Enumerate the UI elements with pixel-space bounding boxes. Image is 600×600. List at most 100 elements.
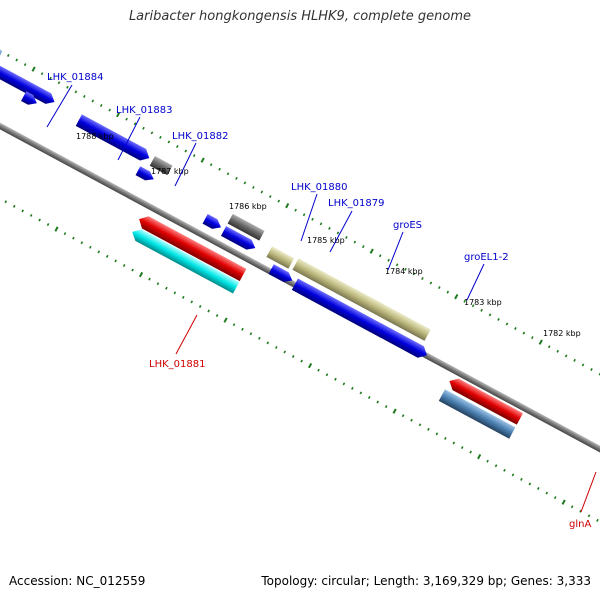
scale-tick — [63, 232, 67, 236]
scale-tick — [190, 300, 194, 304]
scale-tick — [148, 277, 151, 281]
scale-tick — [342, 382, 346, 386]
scale-tick — [258, 336, 261, 340]
scale-tick — [40, 72, 44, 76]
scale-tick — [198, 304, 202, 308]
gene-label-lhk-01879: LHK_01879 — [328, 198, 384, 209]
cds-lhk-01884 — [0, 63, 55, 104]
scale-tick — [311, 217, 314, 221]
scale-tick — [328, 226, 331, 230]
scale-tick — [427, 427, 430, 431]
scale-tick — [49, 76, 52, 80]
scale-tick — [494, 464, 498, 468]
scale-tick — [514, 327, 517, 331]
scale-tick — [302, 213, 306, 217]
scale-tick — [351, 386, 354, 390]
cds-small-blue-4 — [268, 264, 293, 283]
scale-label: 1786 kbp — [229, 202, 267, 211]
scale-tick — [218, 167, 221, 171]
scale-tick — [249, 332, 253, 336]
scale-tick — [579, 509, 582, 513]
scale-tick — [97, 250, 101, 254]
scale-tick — [486, 459, 489, 463]
scale-tick — [573, 358, 576, 362]
scale-tick — [260, 190, 264, 194]
scale-tick — [384, 405, 388, 409]
scale-tick — [200, 157, 205, 163]
cds-edge-steelblue — [0, 36, 3, 62]
scale-label: 1784 kbp — [385, 267, 423, 276]
scale-tick — [359, 391, 363, 395]
scale-tick — [480, 308, 483, 312]
scale-tick — [556, 349, 559, 353]
scale-tick — [165, 286, 168, 290]
scale-tick — [252, 185, 255, 189]
scale-tick — [469, 450, 472, 454]
leader-line — [46, 84, 73, 128]
scale-tick — [537, 487, 540, 490]
scale-tick — [522, 331, 526, 335]
scale-tick — [46, 223, 50, 227]
scale-tick — [392, 408, 397, 414]
scale-tick — [291, 355, 295, 359]
scale-tick — [553, 496, 557, 500]
scale-tick — [387, 258, 390, 262]
scale-tick — [438, 286, 441, 290]
gene-label-lhk-01881: LHK_01881 — [149, 359, 205, 370]
scale-tick — [184, 149, 188, 153]
scale-tick — [369, 248, 374, 254]
cds-steelblue-2 — [438, 389, 516, 439]
scale-tick — [207, 309, 210, 313]
cds-lhk-01883 — [75, 114, 150, 161]
scale-tick — [283, 350, 287, 354]
scale-tick — [89, 245, 92, 249]
leader-line — [117, 116, 141, 161]
scale-labels: 1788 kbp 1787 kbp 1786 kbp 1785 kbp 1784… — [76, 132, 581, 338]
scale-tick — [421, 276, 424, 280]
scale-tick — [345, 236, 348, 239]
scale-tick — [452, 441, 456, 445]
scale-tick — [511, 473, 515, 477]
scale-tick — [57, 81, 61, 85]
scale-tick — [325, 373, 329, 377]
cds-groes — [266, 246, 295, 269]
scale-label: 1788 kbp — [76, 132, 114, 141]
scale-tick — [226, 172, 230, 176]
scale-tick — [520, 477, 523, 481]
scale-tick — [268, 195, 272, 199]
scale-tick — [232, 323, 236, 327]
scale-tick — [488, 313, 492, 317]
scale-tick — [116, 111, 121, 118]
scale-tick — [564, 354, 568, 358]
scale-tick — [547, 345, 551, 349]
leader-line — [329, 210, 353, 253]
scale-ticks-outer — [0, 49, 600, 376]
scale-ticks-inner — [4, 200, 599, 522]
scale-tick — [150, 131, 154, 135]
scale-tick — [336, 231, 340, 235]
scale-tick — [80, 241, 84, 245]
scale-tick — [308, 362, 313, 369]
map-title: Laribacter hongkongensis HLHK9, complete… — [128, 9, 472, 24]
scale-tick — [505, 322, 509, 326]
cds-glna — [449, 378, 523, 425]
scale-tick — [471, 304, 475, 308]
scale-tick — [395, 263, 399, 267]
feature-track — [0, 36, 523, 439]
scale-tick — [412, 272, 416, 276]
scale-tick — [317, 368, 320, 372]
cds-lhk-01881 — [139, 216, 247, 282]
scale-tick — [91, 99, 95, 103]
accession-text: Accession: NC_012559 — [9, 574, 146, 588]
scale-tick — [538, 339, 543, 345]
scale-tick — [319, 222, 323, 226]
cds-cyan — [132, 229, 240, 294]
gene-label-glna: glnA — [569, 519, 591, 530]
scale-tick — [376, 400, 380, 404]
scale-tick — [74, 90, 78, 94]
scale-tick — [587, 514, 591, 518]
scale-tick — [477, 453, 482, 460]
scale-tick — [108, 108, 111, 112]
gene-label-lhk-01880: LHK_01880 — [291, 182, 347, 193]
scale-label: 1782 kbp — [543, 329, 581, 338]
